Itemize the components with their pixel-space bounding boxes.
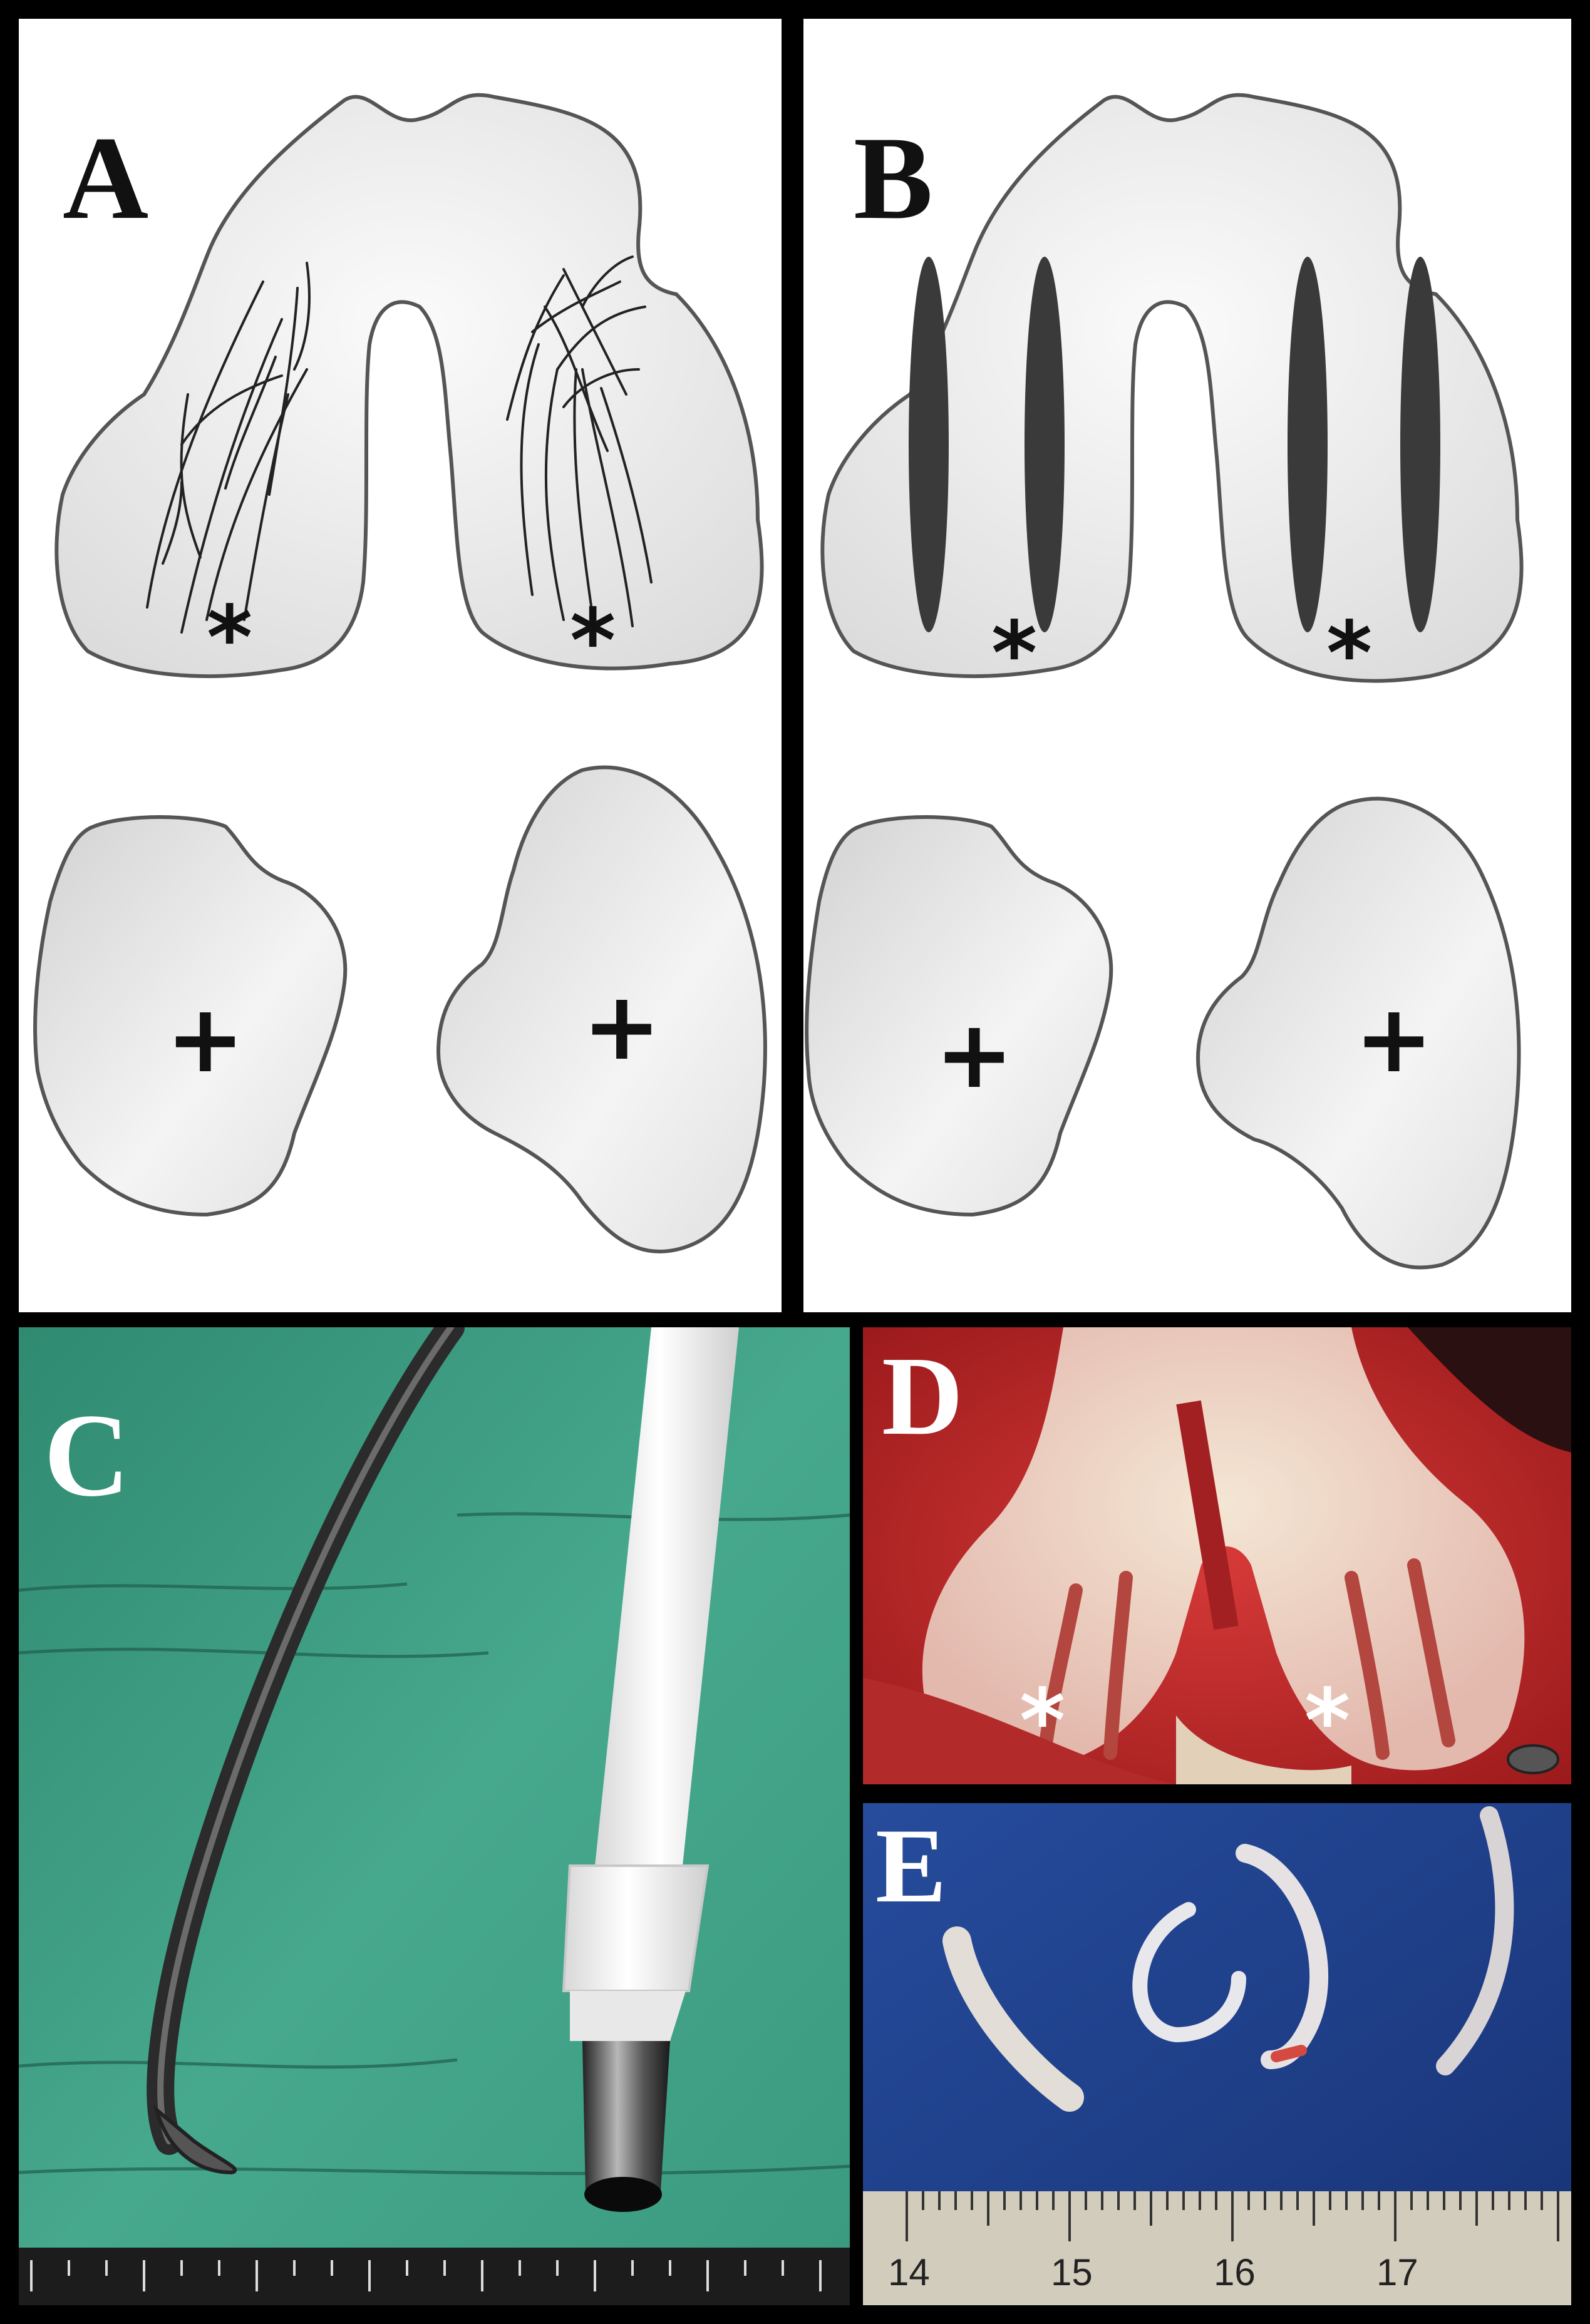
dark-cavity [1408, 1327, 1571, 1452]
condyle-mark-d-right: * [1304, 1670, 1351, 1772]
panel-label-e: E [875, 1807, 947, 1925]
defect-groove-4 [1400, 257, 1440, 632]
condyle-mark-a-right: * [570, 590, 616, 692]
implant-screw [1507, 1744, 1559, 1774]
tibial-plateau-right [1195, 796, 1521, 1270]
curette-tip [153, 2104, 237, 2175]
photo-cartilage-samples [863, 1803, 1571, 2305]
cartilage-lesion-lines-right [506, 255, 653, 634]
tibial-plateau-left [33, 815, 348, 1217]
probe-shaft [595, 1327, 739, 1866]
ruler-label-17: 17 [1376, 2251, 1418, 2293]
distal-femur-outline [54, 93, 764, 678]
panel-label-c: C [44, 1390, 130, 1521]
plateau-mark-b-left: + [935, 1000, 1014, 1109]
tibial-plateau-right [436, 765, 767, 1254]
photo-femoral-condyles [863, 1327, 1571, 1784]
defect-groove-3 [1288, 257, 1328, 632]
probe-steel-tip [582, 2041, 670, 2191]
distal-femur-outline [820, 93, 1524, 683]
drape-creases [19, 1512, 850, 2176]
panel-label-d: D [882, 1334, 963, 1458]
ruler-ticks [30, 2260, 822, 2291]
condyle-mark-b-left: * [991, 603, 1038, 705]
defect-grooves [909, 257, 1440, 632]
plateau-mark-a-right: + [582, 972, 661, 1081]
condyle-mark-a-left: * [207, 587, 253, 689]
ruler-label-15: 15 [1051, 2251, 1093, 2293]
panel-label-b: B [854, 113, 933, 244]
ruler-ticks [906, 2191, 1559, 2241]
ruler [863, 2191, 1571, 2305]
photo-instruments [19, 1327, 850, 2305]
defect-grooves [1038, 1558, 1455, 1760]
condyle-mark-b-right: * [1326, 603, 1373, 705]
femur-drawing-a [33, 93, 767, 1254]
tibial-plateau-left [805, 815, 1113, 1217]
ruler-label-14: 14 [888, 2251, 930, 2293]
defect-groove-1 [909, 257, 949, 632]
ruler [19, 2248, 850, 2305]
panel-d: D * * [863, 1327, 1571, 1784]
probe-tip-face [584, 2177, 662, 2212]
panel-e: E 14 15 16 17 [863, 1803, 1571, 2305]
femur-drawing-b [805, 93, 1524, 1270]
panel-c: C [19, 1327, 850, 2305]
plateau-mark-a-left: + [166, 985, 245, 1094]
cartilage-strip-2 [1132, 1902, 1246, 2043]
ruler-label-16: 16 [1214, 2251, 1256, 2293]
plateau-mark-b-right: + [1355, 985, 1433, 1094]
condyle-mark-d-left: * [1020, 1670, 1066, 1772]
cartilage-lesion-lines-left [146, 262, 311, 634]
panel-label-a: A [63, 113, 149, 244]
defect-groove-2 [1025, 257, 1065, 632]
cartilage-strip-4 [1436, 1806, 1514, 2075]
cartilage-strip-1 [942, 1926, 1084, 2112]
panel-a: A * * + + [19, 19, 782, 1312]
cartilage-strips [942, 1806, 1514, 2112]
panel-b: B * * + + [803, 19, 1571, 1312]
